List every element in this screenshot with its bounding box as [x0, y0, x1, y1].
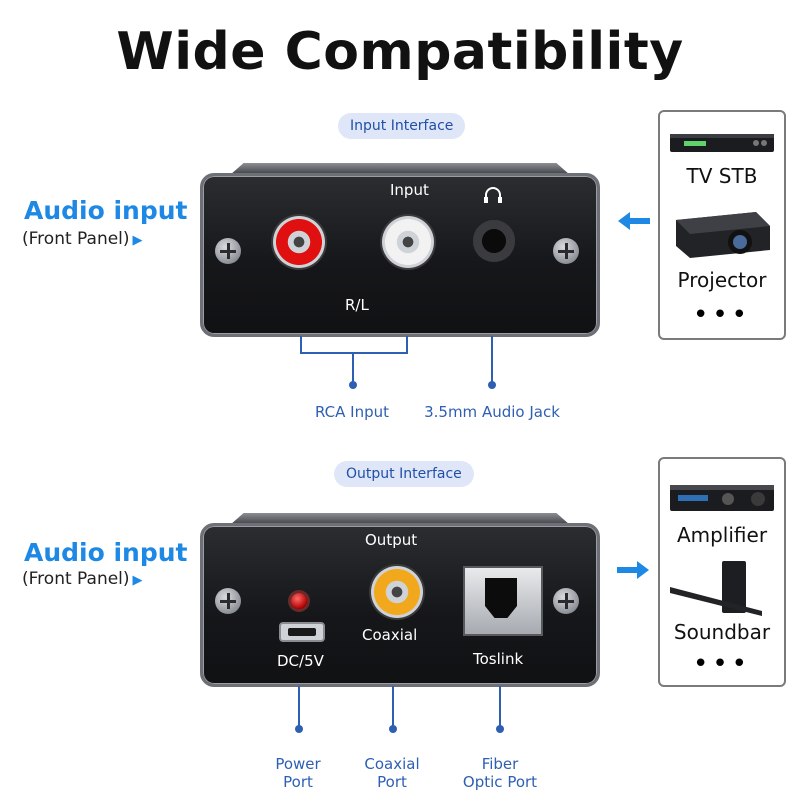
coaxial-label: Coaxial	[362, 626, 418, 644]
audio-jack-port	[473, 220, 515, 262]
callout-dot	[496, 725, 504, 733]
rl-label: R/L	[345, 296, 369, 314]
callout-line	[300, 336, 302, 354]
rca-red-port	[273, 216, 325, 268]
triangle-right-icon: ▶	[132, 573, 143, 588]
callout-line	[352, 352, 354, 382]
output-devices-card: Amplifier Soundbar •••	[658, 457, 786, 687]
screw-icon	[215, 238, 241, 264]
input-side-title: Audio input	[24, 196, 188, 225]
callout-line	[491, 336, 493, 382]
coaxial-port	[371, 566, 423, 618]
arrow-right-icon	[617, 561, 649, 579]
page-title: Wide Compatibility	[116, 22, 684, 82]
input-sources-card: TV STB Projector •••	[658, 110, 786, 340]
micro-usb-port	[279, 622, 325, 642]
soundbar-icon	[668, 557, 776, 617]
input-interface-pill: Input Interface	[338, 113, 466, 139]
screw-icon	[553, 588, 579, 614]
coaxial-port-callout: Coaxial Port	[364, 755, 420, 791]
headphone-icon	[483, 186, 503, 204]
output-device-top-bevel	[230, 513, 570, 525]
power-led	[291, 593, 307, 609]
screw-icon	[553, 238, 579, 264]
tv-stb-label: TV STB	[686, 164, 758, 188]
callout-line	[300, 352, 408, 354]
screw-icon	[215, 588, 241, 614]
projector-icon	[670, 206, 774, 262]
output-side-sub: (Front Panel)▶	[22, 569, 143, 589]
rca-white-port	[382, 216, 434, 268]
projector-label: Projector	[677, 268, 767, 292]
callout-line	[406, 336, 408, 354]
output-side-title: Audio input	[24, 538, 188, 567]
triangle-right-icon: ▶	[132, 233, 143, 248]
amplifier-label: Amplifier	[676, 523, 768, 547]
input-device-panel: Input R/L	[200, 173, 600, 337]
audio-jack-callout: 3.5mm Audio Jack	[424, 403, 560, 421]
power-port-callout: Power Port	[275, 755, 321, 791]
callout-line	[298, 686, 300, 726]
output-device-panel: Output DC/5V Coaxial Toslink	[200, 523, 600, 687]
callout-dot	[295, 725, 303, 733]
output-interface-pill: Output Interface	[334, 461, 474, 487]
rca-input-callout: RCA Input	[314, 403, 390, 421]
amplifier-icon	[668, 481, 776, 515]
arrow-left-icon	[618, 212, 650, 230]
output-panel-label: Output	[365, 531, 418, 549]
callout-line	[499, 686, 501, 726]
input-device-top-bevel	[230, 163, 570, 175]
toslink-label: Toslink	[473, 650, 524, 668]
toslink-port	[463, 566, 543, 636]
fiber-optic-port-callout: Fiber Optic Port	[462, 755, 538, 791]
more-dots: •••	[692, 649, 751, 679]
input-panel-label: Input	[390, 181, 429, 199]
soundbar-label: Soundbar	[673, 620, 771, 644]
callout-dot	[389, 725, 397, 733]
callout-dot	[488, 381, 496, 389]
callout-line	[392, 686, 394, 726]
callout-dot	[349, 381, 357, 389]
more-dots: •••	[692, 300, 751, 330]
dc5v-label: DC/5V	[277, 652, 324, 670]
input-side-sub: (Front Panel)▶	[22, 229, 143, 249]
tv-stb-icon	[668, 128, 776, 156]
